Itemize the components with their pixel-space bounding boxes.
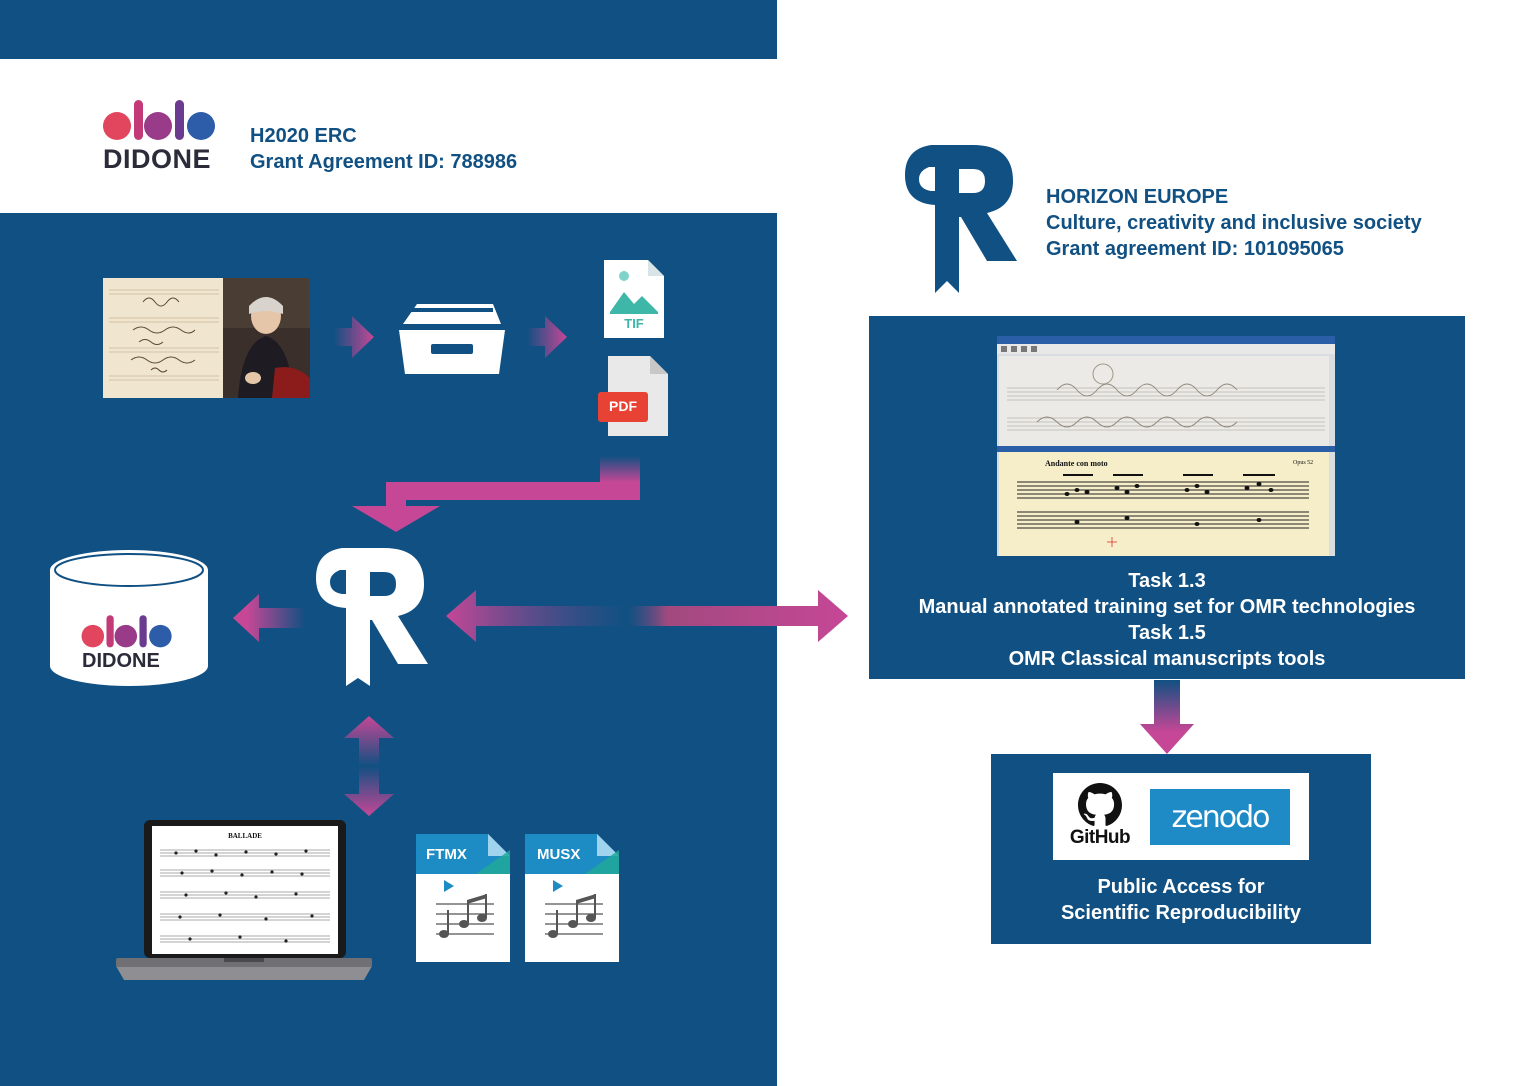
public-access-line2: Scientific Reproducibility <box>1060 902 1302 924</box>
database-icon: DIDONE <box>50 548 208 686</box>
arrow-task-to-public-access <box>1140 680 1194 754</box>
laptop-score-title: BALLADE <box>228 832 262 840</box>
pdf-file-label: PDF <box>609 398 637 414</box>
github-logo: GitHub <box>1062 783 1138 851</box>
horizon-line3: Grant agreement ID: 101095065 <box>1046 238 1344 260</box>
scanner-icon <box>399 304 505 374</box>
ftmx-file-label: FTMX <box>426 846 467 863</box>
database-didone-mark <box>81 615 172 648</box>
horizon-line2: Culture, creativity and inclusive societ… <box>1046 212 1422 234</box>
database-didone-wordmark: DIDONE <box>82 650 160 672</box>
task-line2: Manual annotated training set for OMR te… <box>918 596 1416 618</box>
omr-screenshot-opus: Opus 52 <box>1293 460 1314 466</box>
arrow-files-to-r-logo <box>352 456 640 532</box>
github-octocat-icon <box>1078 783 1122 826</box>
public-access-line1: Public Access for <box>1097 876 1265 898</box>
omr-screenshot-tempo: Andante con moto <box>1045 459 1108 468</box>
r-logo-icon <box>316 548 428 686</box>
zenodo-logo: zenodo <box>1150 789 1290 845</box>
ftmx-file-icon: FTMX <box>416 834 510 962</box>
horizon-r-logo-icon <box>905 145 1017 293</box>
manuscript-title-page-image <box>103 278 310 398</box>
arrow-scanner-to-files <box>527 316 567 358</box>
arrow-r-to-task-box <box>446 590 848 642</box>
didone-logo-wordmark: DIDONE <box>103 144 212 174</box>
h2020-grant-line1: H2020 ERC <box>250 125 357 147</box>
arrow-r-to-laptop <box>344 716 394 816</box>
github-label: GitHub <box>1069 827 1131 848</box>
task-line3: Task 1.5 <box>1128 622 1206 644</box>
musx-file-label: MUSX <box>537 846 581 863</box>
task-line4: OMR Classical manuscripts tools <box>1008 648 1326 670</box>
laptop-icon: BALLADE <box>116 820 372 982</box>
didone-logo: DIDONE <box>100 96 224 176</box>
task-line1: Task 1.3 <box>1128 570 1206 592</box>
arrow-manuscript-to-scanner <box>334 316 374 358</box>
left-top-band <box>0 0 777 59</box>
didone-logo-mark <box>103 100 215 140</box>
horizon-line1: HORIZON EUROPE <box>1046 186 1229 208</box>
pdf-file-icon: PDF <box>598 356 668 436</box>
left-header-white-band <box>0 59 777 213</box>
tif-file-label: TIF <box>624 316 644 331</box>
arrow-r-to-database <box>233 594 305 642</box>
tif-file-icon: TIF <box>604 260 664 338</box>
h2020-grant-line2: Grant Agreement ID: 788986 <box>250 151 518 173</box>
musx-file-icon: MUSX <box>525 834 619 962</box>
omr-software-screenshot: Andante con moto Opus 52 <box>997 336 1335 556</box>
zenodo-label: zenodo <box>1171 799 1271 835</box>
